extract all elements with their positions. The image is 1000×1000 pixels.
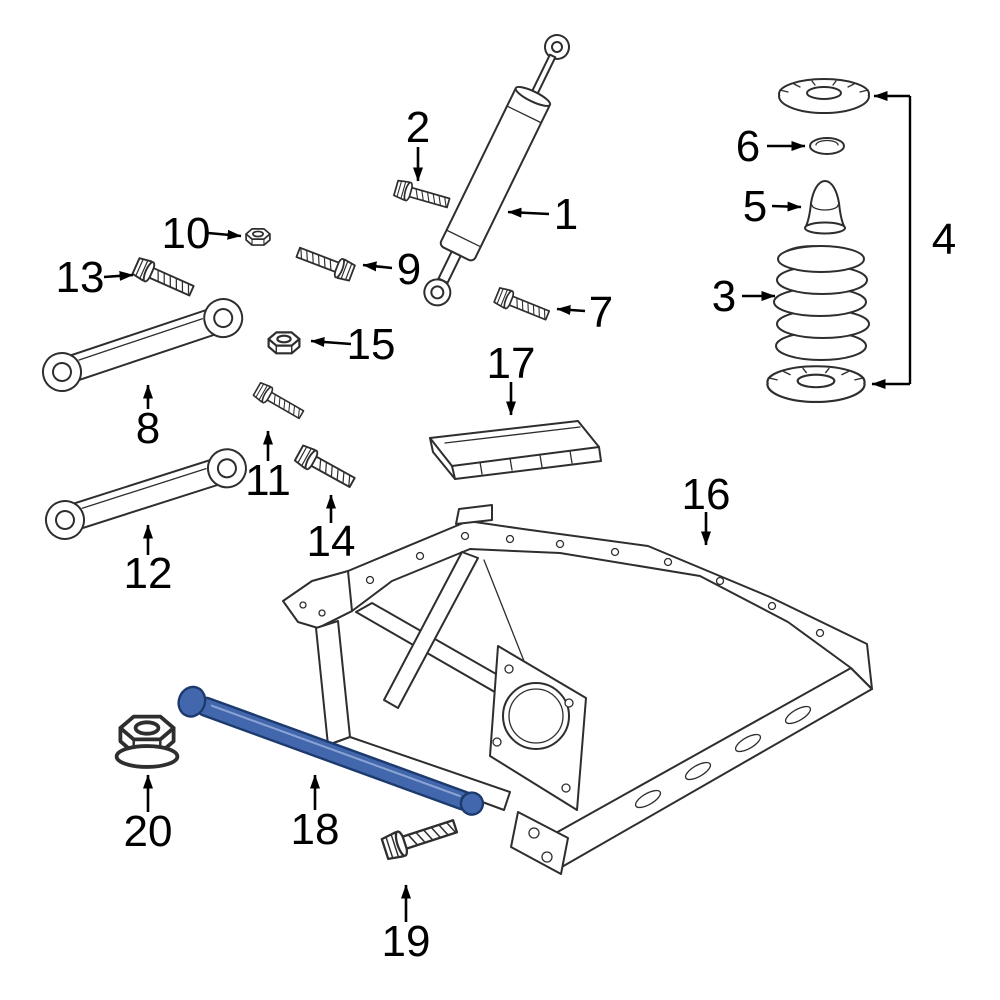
spring-seat-upper-part xyxy=(778,78,870,114)
leader-arrow-5 xyxy=(771,201,802,212)
lower-control-arm-part xyxy=(40,443,252,545)
track-bar-part xyxy=(177,685,485,816)
bolt-part-13 xyxy=(130,255,197,302)
leader-arrow-7 xyxy=(556,304,586,315)
bolt-part-9 xyxy=(293,242,357,284)
upper-control-arm-part xyxy=(36,293,249,398)
part-label-14: 14 xyxy=(307,517,356,566)
part-label-8: 8 xyxy=(136,404,160,453)
part-label-20: 20 xyxy=(124,807,173,856)
part-label-7: 7 xyxy=(589,288,613,337)
bolt-part-19 xyxy=(379,813,461,863)
part-label-15: 15 xyxy=(347,320,396,369)
nut-part-10 xyxy=(245,228,271,246)
part-label-3: 3 xyxy=(712,272,736,321)
spring-seat-lower-part xyxy=(766,365,866,404)
part-labels: 1 2 3 4 5 6 7 8 9 10 11 12 13 14 15 16 1… xyxy=(56,103,957,966)
crossmember-part xyxy=(282,504,873,875)
shock-absorber-part xyxy=(423,34,570,307)
part-label-13: 13 xyxy=(56,253,105,302)
part-label-19: 19 xyxy=(382,917,431,966)
bolt-part-11 xyxy=(251,380,307,424)
part-label-9: 9 xyxy=(397,245,421,294)
part-label-1: 1 xyxy=(554,190,578,239)
part-label-17: 17 xyxy=(487,339,536,388)
bolt-part-14 xyxy=(292,442,359,493)
skid-plate-part xyxy=(429,420,602,480)
part-label-2: 2 xyxy=(406,103,430,152)
leader-arrow-9 xyxy=(362,261,393,272)
part-label-11: 11 xyxy=(245,456,291,505)
leader-arrows xyxy=(103,91,912,922)
nut-part-15 xyxy=(267,331,301,355)
leader-arrow-15 xyxy=(310,337,352,347)
leader-arrow-13 xyxy=(103,270,134,281)
part-label-6: 6 xyxy=(736,122,760,171)
part-label-16: 16 xyxy=(682,470,731,519)
jounce-bumper-part xyxy=(804,180,846,235)
part-label-18: 18 xyxy=(291,805,340,854)
leader-arrow-10 xyxy=(207,229,242,240)
part-label-5: 5 xyxy=(743,182,767,231)
nut-part-20 xyxy=(114,714,180,769)
coil-spring-part xyxy=(773,245,870,361)
bolt-part-2 xyxy=(392,178,452,213)
bolt-part-7 xyxy=(492,285,552,325)
leader-arrow-1 xyxy=(507,207,550,218)
part-label-10: 10 xyxy=(162,209,211,258)
part-label-12: 12 xyxy=(124,549,173,598)
spring-isolator-part xyxy=(809,137,845,155)
part-label-4: 4 xyxy=(932,215,956,264)
